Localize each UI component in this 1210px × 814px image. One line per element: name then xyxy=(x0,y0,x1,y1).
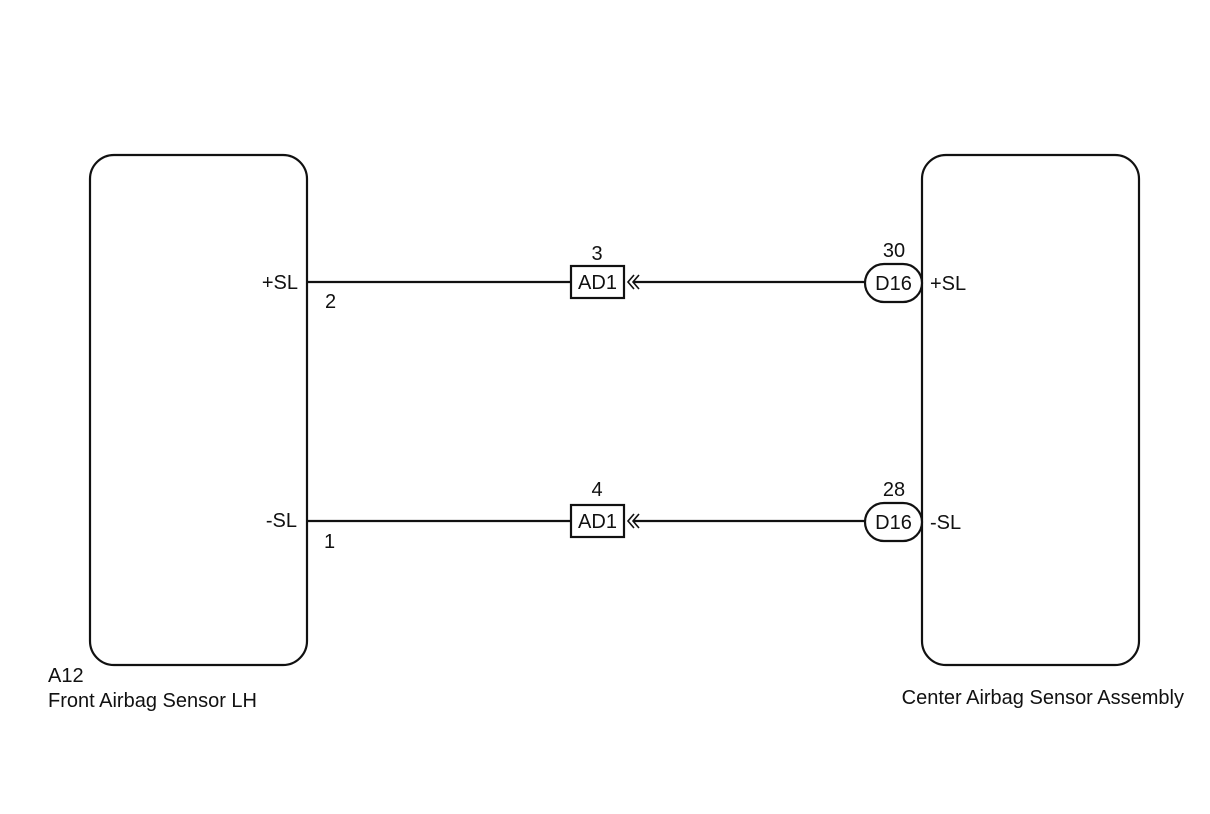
ecu-top-connector-label: D16 xyxy=(875,273,912,295)
junction-top-connector-box xyxy=(569,264,626,300)
junction-top-chevron-icon xyxy=(626,274,640,290)
left-minus-sl-label: -SL xyxy=(266,510,297,532)
junction-bottom-chevron-icon xyxy=(626,513,640,529)
left-component-name: Front Airbag Sensor LH xyxy=(48,690,257,712)
left-minus-pin-number: 1 xyxy=(324,531,335,553)
front-airbag-sensor-lh-box xyxy=(88,153,309,667)
right-minus-sl-label: -SL xyxy=(930,512,961,534)
left-component-code: A12 xyxy=(48,665,84,687)
junction-bottom-pin-number: 4 xyxy=(591,479,602,501)
left-plus-sl-label: +SL xyxy=(262,272,298,294)
ecu-bottom-pin-number: 28 xyxy=(883,479,905,501)
ecu-top-connector-shape xyxy=(863,262,924,304)
junction-bottom-connector-box xyxy=(569,503,626,539)
junction-top-pin-number: 3 xyxy=(591,243,602,265)
junction-bottom-connector-label: AD1 xyxy=(578,511,617,533)
right-component-name: Center Airbag Sensor Assembly xyxy=(902,687,1184,709)
left-plus-pin-number: 2 xyxy=(325,291,336,313)
ecu-bottom-connector-shape xyxy=(863,501,924,543)
junction-top-connector-label: AD1 xyxy=(578,272,617,294)
center-airbag-sensor-assembly-box xyxy=(920,153,1141,667)
right-plus-sl-label: +SL xyxy=(930,273,966,295)
ecu-top-pin-number: 30 xyxy=(883,240,905,262)
ecu-bottom-connector-label: D16 xyxy=(875,512,912,534)
